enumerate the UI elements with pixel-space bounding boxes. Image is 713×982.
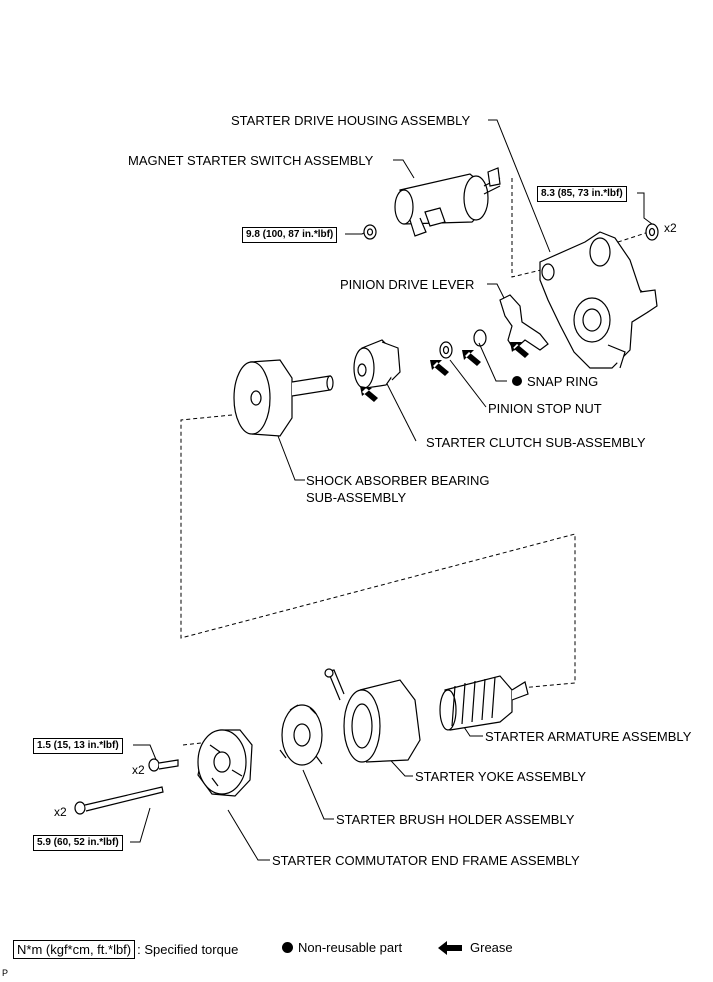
clutch-part (353, 339, 401, 389)
grease-arrow-icon (438, 940, 462, 955)
label-pinion-stop-nut: PINION STOP NUT (488, 401, 602, 416)
grease-arrows (360, 342, 529, 402)
label-shock-absorber-2: SUB-ASSEMBLY (306, 490, 407, 505)
snap-ring-part (473, 329, 487, 347)
torque-end-frame-screw: 1.5 (15, 13 in.*lbf) (33, 738, 123, 754)
end-frame-part (197, 729, 253, 797)
pinion-stop-nut-part (439, 341, 453, 359)
label-brush-holder: STARTER BRUSH HOLDER ASSEMBLY (336, 812, 575, 827)
armature-part (439, 675, 529, 731)
label-end-frame: STARTER COMMUTATOR END FRAME ASSEMBLY (272, 853, 580, 868)
torque-through-bolt: 5.9 (60, 52 in.*lbf) (33, 835, 123, 851)
drive-housing-part (539, 231, 658, 369)
label-yoke: STARTER YOKE ASSEMBLY (415, 769, 586, 784)
label-magnet-switch: MAGNET STARTER SWITCH ASSEMBLY (128, 153, 374, 168)
label-snap-ring: SNAP RING (527, 374, 599, 389)
label-armature: STARTER ARMATURE ASSEMBLY (485, 729, 692, 744)
legend-nonreusable: Non-reusable part (282, 940, 402, 955)
legend-torque-text: : Specified torque (137, 942, 239, 957)
legend-grease-text: Grease (470, 940, 513, 955)
grease-arrow-icon (430, 360, 449, 376)
yoke-part (324, 668, 421, 763)
legend-torque: N*m (kgf*cm, ft.*lbf) : Specified torque (13, 940, 238, 959)
mult-through-bolt: x2 (54, 805, 67, 819)
legend-nonreusable-text: Non-reusable part (298, 940, 403, 955)
through-bolt-part (74, 786, 164, 815)
switch-nut-part (363, 224, 377, 240)
grease-arrow-icon (360, 386, 378, 402)
housing-nut-part (645, 223, 659, 241)
legend-grease: Grease (438, 940, 513, 955)
grease-arrow-icon (462, 350, 481, 366)
torque-housing-nut: 8.3 (85, 73 in.*lbf) (537, 186, 627, 202)
label-shock-absorber-1: SHOCK ABSORBER BEARING (306, 473, 490, 488)
mult-end-frame-screw: x2 (132, 763, 145, 777)
label-drive-housing: STARTER DRIVE HOUSING ASSEMBLY (231, 113, 471, 128)
brush-holder-part (279, 704, 323, 766)
legend-torque-box: N*m (kgf*cm, ft.*lbf) (13, 940, 136, 959)
figure-code: P (2, 968, 9, 978)
mult-housing-nut: x2 (664, 221, 677, 235)
shock-absorber-part (233, 359, 334, 437)
nonreusable-dot-icon (512, 376, 522, 386)
pinion-lever-part (499, 294, 549, 351)
grease-arrow-icon (510, 342, 529, 358)
label-pinion-lever: PINION DRIVE LEVER (340, 277, 475, 292)
bullet-icon (282, 942, 293, 953)
torque-switch-nut: 9.8 (100, 87 in.*lbf) (242, 227, 338, 243)
magnet-switch-part (394, 167, 501, 237)
end-frame-screw-part (148, 758, 179, 772)
label-clutch: STARTER CLUTCH SUB-ASSEMBLY (426, 435, 646, 450)
